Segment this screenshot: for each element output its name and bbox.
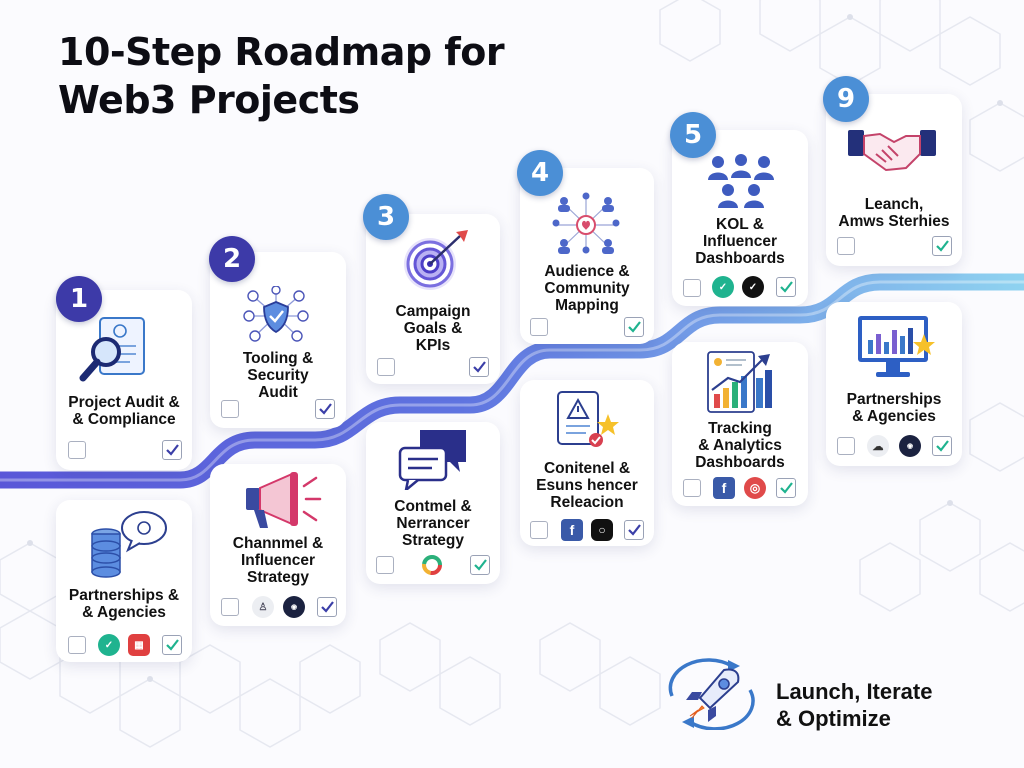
chat-bubbles-icon (398, 430, 466, 490)
rocket-icon (668, 658, 755, 730)
community-network-icon (552, 192, 620, 254)
step-badge-9: 9 (823, 76, 869, 122)
gray-cloud-logo-icon: ☁ (867, 435, 889, 457)
red-target-logo-icon: ◎ (744, 477, 766, 499)
target-arrow-icon (404, 230, 468, 290)
teal-check-logo-icon: ✓ (98, 634, 120, 656)
step-label-3: Campaign Goals & KPIs (395, 303, 471, 354)
lower-1-checkbox[interactable] (68, 636, 86, 654)
step-4-checkbox[interactable] (530, 318, 548, 336)
database-chat-icon (91, 511, 167, 578)
warning-document-icon (557, 391, 619, 447)
step-1-checkbox[interactable] (68, 441, 86, 459)
page-title: 10-Step Roadmap for Web3 Projects (58, 28, 505, 124)
lower-5-checkbox-checked[interactable] (776, 478, 796, 498)
step-badge-5: 5 (670, 112, 716, 158)
lower-label-1: Partnerships & & Agencies (68, 587, 180, 621)
footer-tagline: Launch, Iterate & Optimize (776, 678, 932, 732)
lower-label-3: Contmel & Nerrancer Strategy (394, 498, 472, 549)
step-3-checkbox[interactable] (377, 358, 395, 376)
step-label-9: Leanch, Amws Sterhies (838, 196, 950, 230)
step-5-checkbox[interactable] (683, 279, 701, 297)
step-badge-4: 4 (517, 150, 563, 196)
megaphone-icon (246, 472, 322, 528)
step-badge-2: 2 (209, 236, 255, 282)
title-line-1: 10-Step Roadmap for (58, 30, 505, 74)
step-label-1: Project Audit & & Compliance (68, 394, 180, 428)
monitor-chart-icon (858, 316, 935, 377)
step-badge-3: 3 (363, 194, 409, 240)
step-label-2: Tooling & Security Audit (242, 350, 314, 401)
title-line-2: Web3 Projects (58, 78, 360, 122)
check-icon (628, 321, 641, 333)
lower-6-checkbox-checked[interactable] (932, 436, 952, 456)
navy-badge-logo-icon: ◉ (283, 596, 305, 618)
lower-2-checkbox-checked[interactable] (317, 597, 337, 617)
people-group-icon (708, 154, 774, 208)
analytics-chart-icon (707, 351, 772, 413)
step-label-5: KOL & Influencer Dashboards (695, 216, 785, 267)
red-grid-logo-icon: ▦ (128, 634, 150, 656)
lower-2-checkbox[interactable] (221, 598, 239, 616)
black-app-logo-icon: ○ (591, 519, 613, 541)
check-icon (628, 524, 641, 536)
lower-3-checkbox[interactable] (376, 556, 394, 574)
lower-label-5: Tracking & Analytics Dashboards (695, 420, 785, 471)
check-icon (321, 601, 334, 613)
step-2-checkbox[interactable] (221, 400, 239, 418)
lower-label-6: Partnerships & Agencies (846, 391, 942, 425)
check-icon (780, 482, 793, 494)
facebook-logo-icon: f (561, 519, 583, 541)
step-9-checkbox[interactable] (837, 237, 855, 255)
check-icon (473, 361, 486, 373)
lower-1-checkbox-checked[interactable] (162, 635, 182, 655)
check-icon (319, 403, 332, 415)
lower-label-4: Conitenel & Esuns hencer Releacion (536, 460, 638, 511)
step-4-checkbox-checked[interactable] (624, 317, 644, 337)
footer-line-2: & Optimize (776, 706, 891, 731)
teal-check-logo-icon: ✓ (712, 276, 734, 298)
facebook-logo-icon: f (713, 477, 735, 499)
check-icon (936, 240, 949, 252)
footer-line-1: Launch, Iterate (776, 679, 933, 704)
navy-badge-logo-icon: ◉ (899, 435, 921, 457)
step-label-4: Audience & Community Mapping (544, 263, 630, 314)
gray-avatar-logo-icon: ♙ (252, 596, 274, 618)
pulse-logo-icon: ✓ (742, 276, 764, 298)
lower-6-checkbox[interactable] (837, 437, 855, 455)
lower-4-checkbox-checked[interactable] (624, 520, 644, 540)
lower-3-checkbox-checked[interactable] (470, 555, 490, 575)
donut-chart-logo-icon (422, 555, 442, 575)
step-3-checkbox-checked[interactable] (469, 357, 489, 377)
document-magnifier-icon (79, 317, 145, 382)
step-9-checkbox-checked[interactable] (932, 236, 952, 256)
lower-5-checkbox[interactable] (683, 479, 701, 497)
check-icon (780, 281, 793, 293)
step-5-checkbox-checked[interactable] (776, 277, 796, 297)
step-2-checkbox-checked[interactable] (315, 399, 335, 419)
step-badge-1: 1 (56, 276, 102, 322)
security-shield-network-icon (243, 286, 309, 342)
lower-label-2: Channmel & Influencer Strategy (232, 535, 324, 586)
step-1-checkbox-checked[interactable] (162, 440, 182, 460)
check-icon (166, 639, 179, 651)
check-icon (166, 444, 179, 456)
lower-4-checkbox[interactable] (530, 521, 548, 539)
check-icon (474, 559, 487, 571)
check-icon (936, 440, 949, 452)
handshake-icon (848, 130, 936, 172)
